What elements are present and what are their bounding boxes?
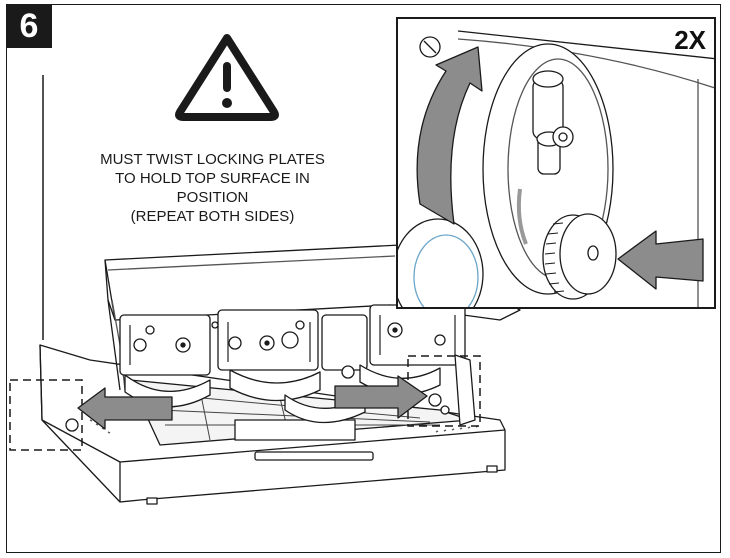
multiplier-label: 2X [674, 25, 706, 55]
detail-inset: 2X [396, 17, 716, 309]
warning-triangle-icon [175, 34, 279, 121]
warning-line-1: MUST TWIST LOCKING PLATES [100, 151, 325, 168]
push-arrow [617, 230, 704, 290]
warning-line-3: POSITION [176, 189, 249, 206]
locking-plate-detail [398, 30, 714, 307]
right-arrow [334, 375, 428, 419]
left-arrow [77, 387, 173, 430]
rotate-arrow [416, 46, 483, 225]
left-lock-highlight [9, 379, 83, 451]
warning-message: MUST TWIST LOCKING PLATES TO HOLD TOP SU… [50, 150, 375, 226]
panel-frame [6, 4, 721, 553]
warning-line-4: (REPEAT BOTH SIDES) [130, 208, 295, 225]
knurled-knob-texture [544, 222, 565, 293]
warning-line-2: TO HOLD TOP SURFACE IN [115, 170, 310, 187]
step-number-badge: 6 [6, 4, 52, 48]
